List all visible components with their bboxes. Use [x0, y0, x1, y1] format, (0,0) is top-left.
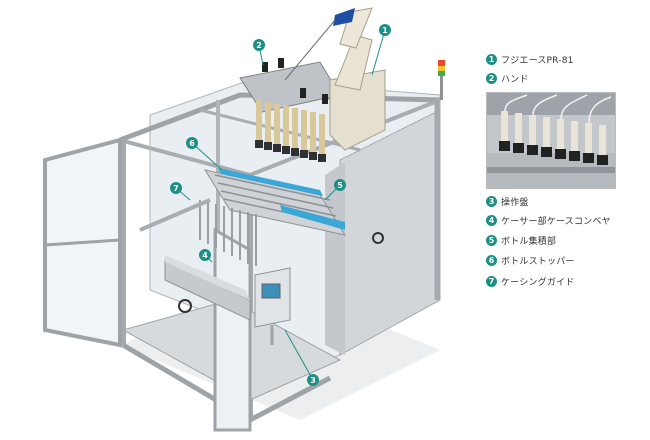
legend-item-7: 7 ケーシングガイド — [486, 274, 574, 288]
guide-rail — [139, 198, 211, 232]
svg-text:7: 7 — [173, 184, 179, 193]
casing-guide — [199, 200, 257, 266]
svg-text:2: 2 — [256, 41, 262, 50]
hand-photo — [486, 92, 616, 189]
legend-number-badge: 1 — [486, 53, 497, 65]
handwheel — [372, 232, 384, 244]
legend-number-badge: 6 — [486, 254, 497, 266]
left-door-divider — [44, 238, 121, 247]
gripper-heads — [255, 100, 326, 162]
legend-label: ボトル集積部 — [501, 236, 557, 247]
marker-1: 1 — [379, 24, 391, 36]
svg-text:6: 6 — [189, 139, 195, 148]
robot-base — [329, 69, 386, 151]
robot-arm-tip — [333, 8, 355, 26]
legend-number-badge: 3 — [486, 195, 497, 207]
svg-text:3: 3 — [310, 376, 316, 385]
robot-cable — [284, 19, 336, 81]
svg-text:4: 4 — [202, 251, 208, 260]
legend-label: ボトルストッパー — [501, 256, 575, 267]
legend-label: 操作盤 — [501, 197, 529, 208]
legend-number-badge: 7 — [486, 275, 497, 287]
legend-item-4: 4 ケーサー部ケースコンベヤ — [486, 213, 611, 227]
svg-text:1: 1 — [382, 26, 388, 35]
operation-panel-screen — [261, 283, 281, 299]
legend-item-5: 5 ボトル集積部 — [486, 233, 556, 247]
robot-arm-lower — [334, 34, 373, 91]
svg-text:5: 5 — [337, 181, 343, 190]
machine-illustration: 1 2 3 4 5 6 7 — [43, 7, 445, 432]
marker-2: 2 — [253, 39, 265, 51]
legend-number-badge: 5 — [486, 234, 497, 246]
legend-item-3: 3 操作盤 — [486, 194, 529, 208]
legend-item-6: 6 ボトルストッパー — [486, 253, 575, 267]
marker-6: 6 — [186, 137, 198, 149]
right-cabinet-front — [325, 162, 345, 355]
marker-5: 5 — [334, 179, 346, 191]
marker-3: 3 — [307, 374, 319, 386]
robot-arm-upper — [339, 7, 373, 49]
hand-knobs — [262, 58, 328, 104]
marker-7: 7 — [170, 182, 182, 194]
legend-number-badge: 4 — [486, 214, 497, 226]
legend-label: ケーシングガイド — [501, 277, 575, 288]
legend-label: ケーサー部ケースコンベヤ — [501, 216, 611, 227]
bottle-stopper — [218, 168, 323, 196]
signal-tower — [438, 60, 445, 100]
bottle-stopper-2 — [280, 205, 345, 230]
marker-4: 4 — [199, 249, 211, 261]
legend-item-2: 2 ハンド — [486, 71, 529, 85]
handwheel-2 — [178, 299, 192, 313]
legend-item-1: 1 フジエースPR-81 — [486, 52, 574, 66]
case-conveyor-top — [165, 255, 250, 300]
legend-label: ハンド — [501, 74, 529, 85]
legend-number-badge: 2 — [486, 72, 497, 84]
front-door — [213, 227, 252, 432]
legend-label: フジエースPR-81 — [501, 55, 574, 66]
